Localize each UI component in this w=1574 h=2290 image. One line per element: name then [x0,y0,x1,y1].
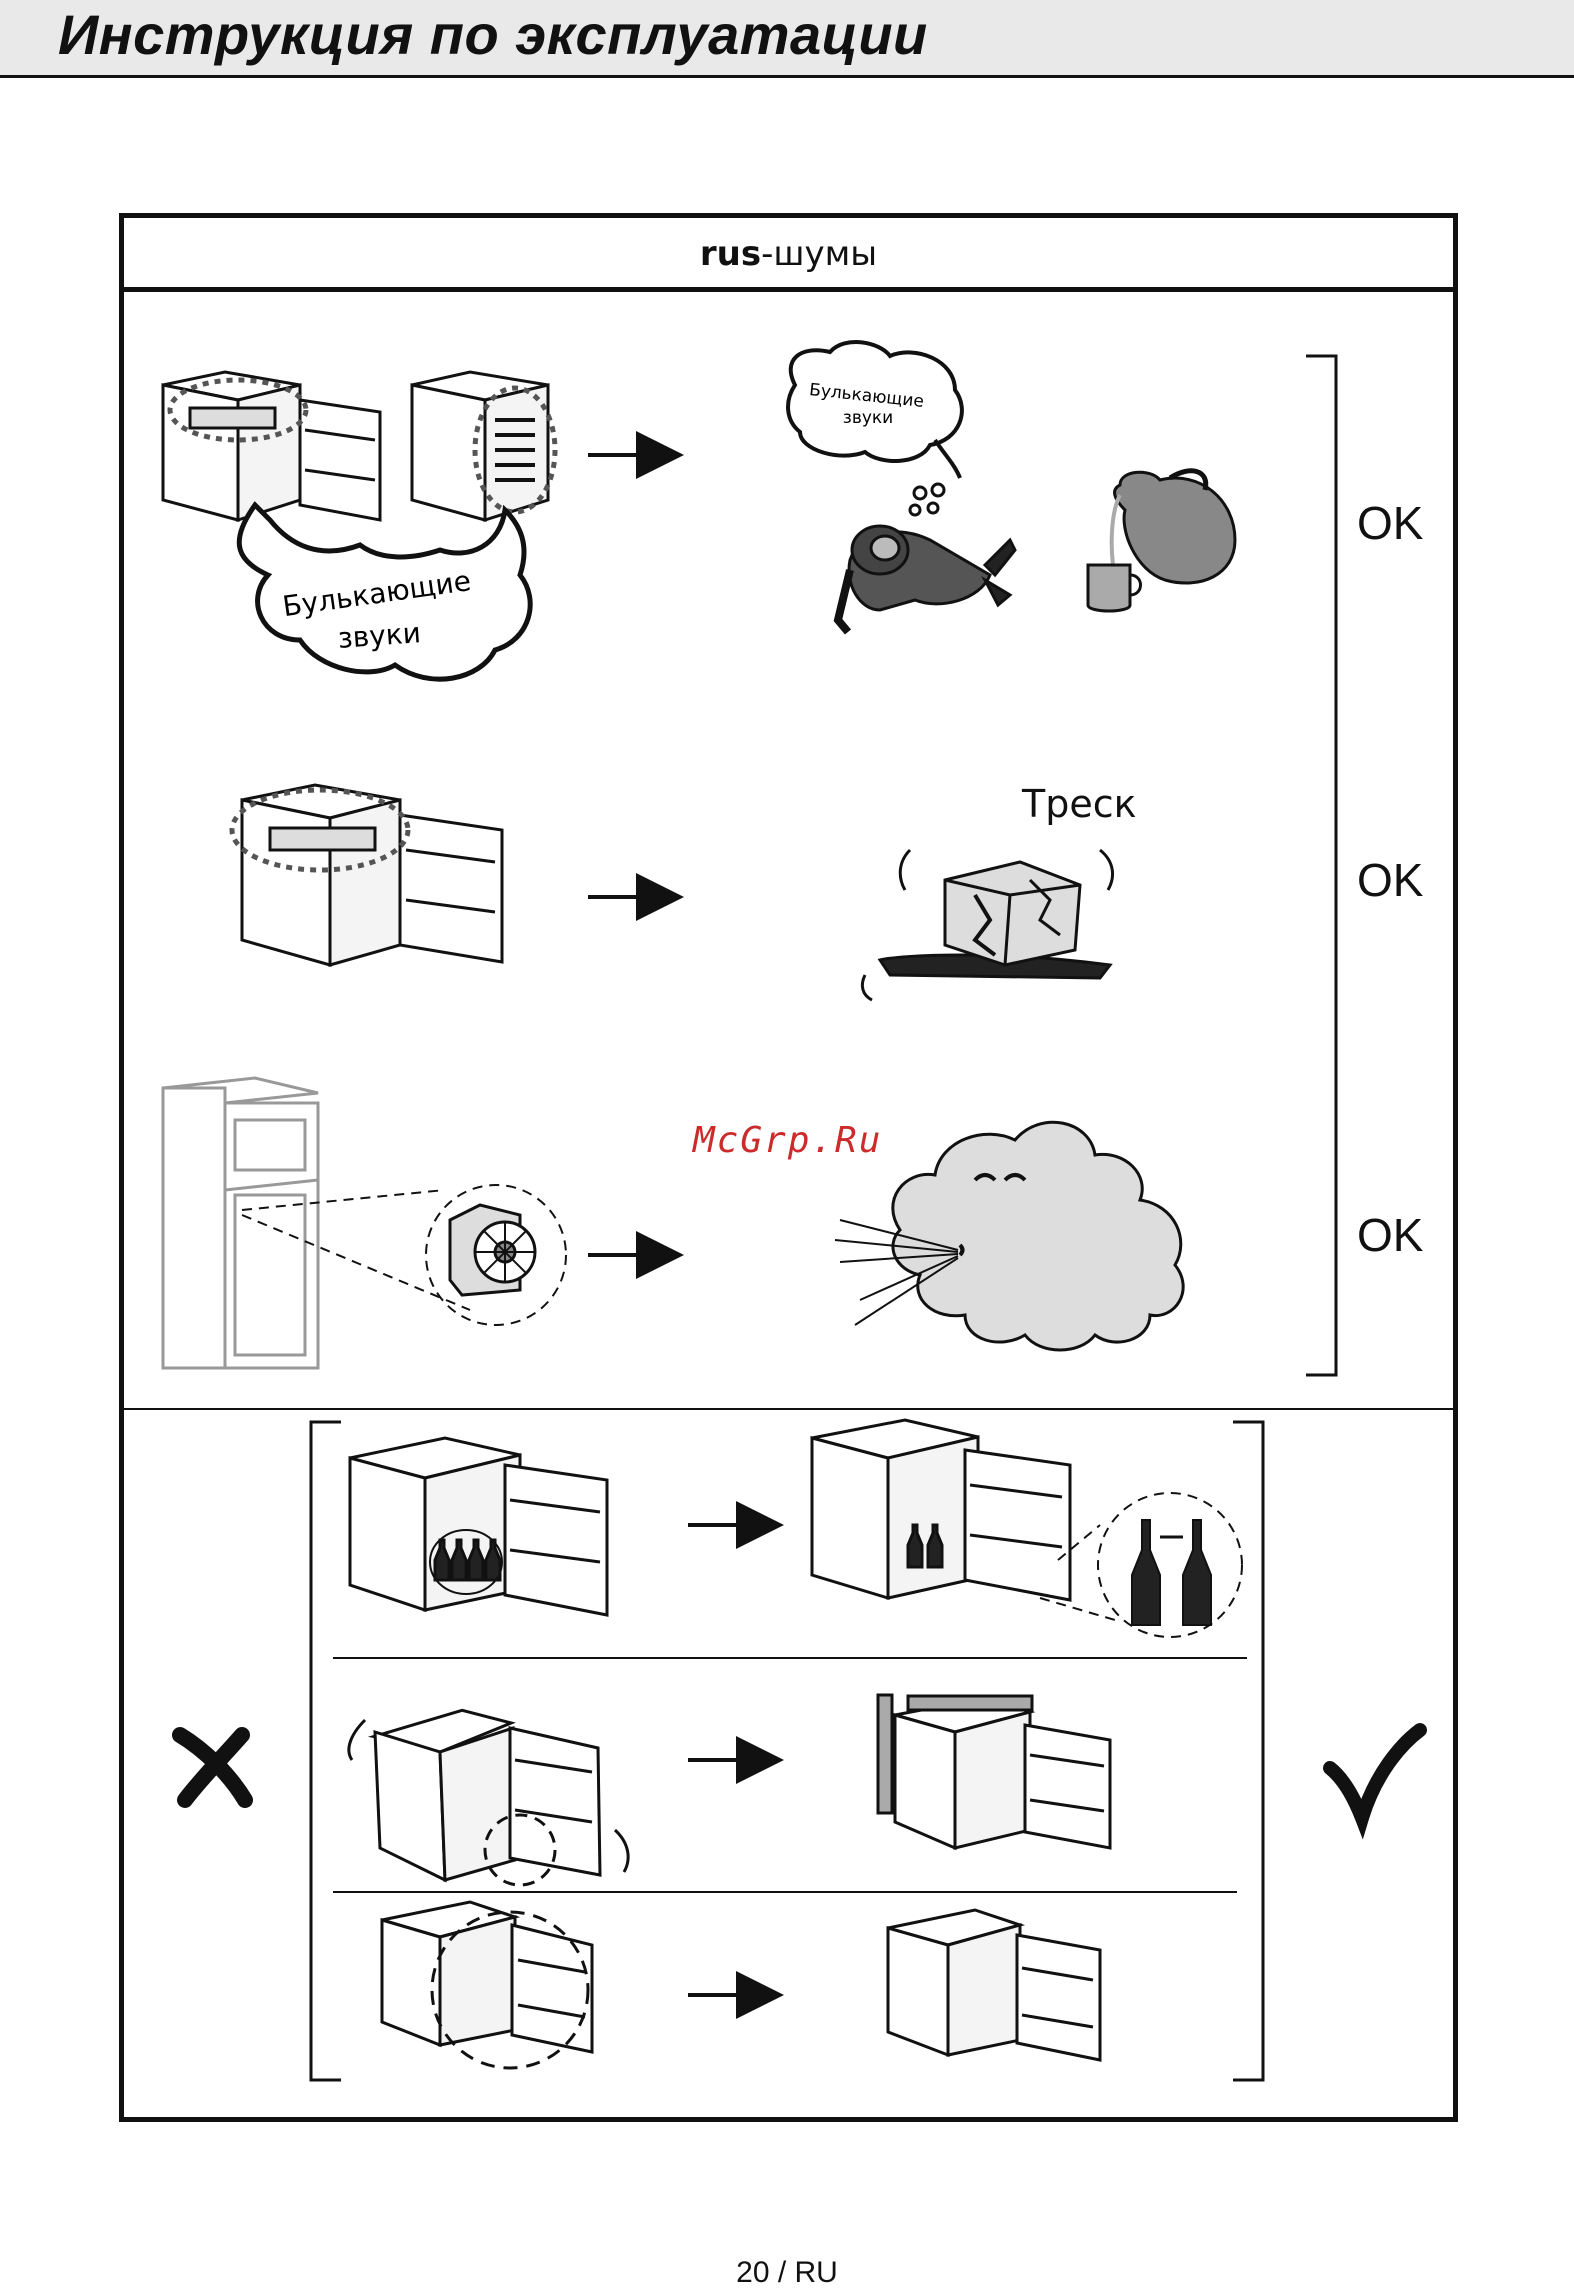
ok-label-row2: OK [1357,853,1423,907]
lower-bracket-left [311,1422,341,2080]
fridge-level-correct [878,1695,1110,1848]
fridge-door-correct [888,1910,1100,2060]
fridge-open-row1 [163,372,380,520]
lower-bracket-right [1233,1422,1263,2080]
ok-label-row3: OK [1357,1208,1423,1262]
bubbling-text-large-line2: звуки [337,616,422,655]
fridge-tall-row3 [163,1078,318,1368]
page-number: 20 / RU [0,2256,1574,2290]
fridge-open-row2 [242,785,502,965]
watermark: McGrp.Ru [693,1120,882,1161]
crack-label: Треск [1022,782,1137,826]
fridge-unlevel-wrong [349,1707,628,1880]
diver-illustration [838,484,1015,632]
correct-check-icon [1330,1730,1420,1818]
fan-icon [450,1205,535,1295]
fridge-bottles-wrong [350,1438,607,1615]
blowing-cloud-illustration [835,1122,1183,1350]
bottle-spacing-highlight [1098,1493,1242,1637]
fridge-bottles-correct [812,1420,1070,1600]
fridge-back-row1 [412,372,548,520]
wrong-cross-icon [180,1735,245,1800]
fridge-door-wrong [382,1902,592,2052]
bubbling-text-small-line2: звуки [843,408,893,428]
jug-pouring-illustration [1088,471,1235,611]
cracking-ice-illustration [862,850,1112,1000]
ok-label-row1: OK [1357,496,1423,550]
ok-bracket [1306,356,1336,1375]
